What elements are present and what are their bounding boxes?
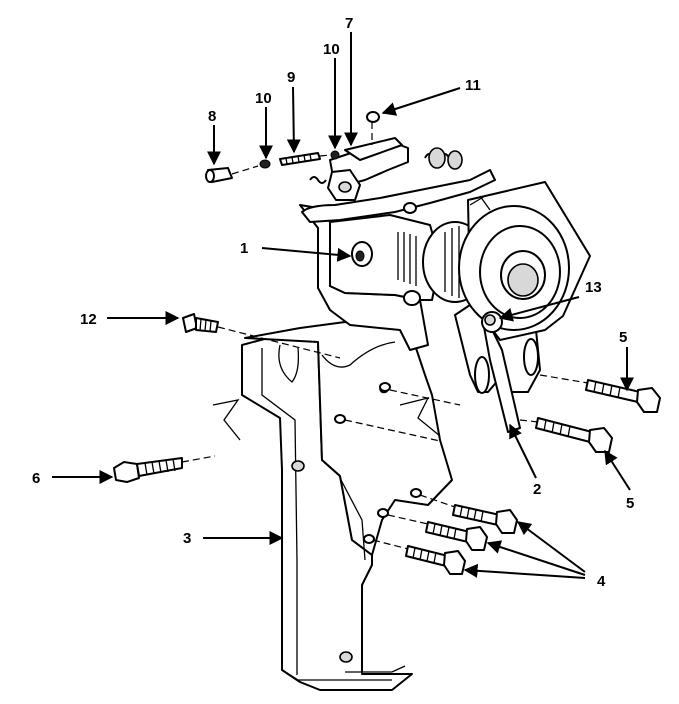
leader-arrows — [52, 32, 634, 579]
callout-3: 3 — [183, 530, 191, 547]
bolt-item-12 — [182, 313, 219, 333]
callout-5-lower: 5 — [626, 495, 634, 512]
callout-10-left: 10 — [255, 90, 272, 107]
bolt-item-5-lower — [535, 417, 613, 453]
callout-6: 6 — [32, 470, 40, 487]
pulley-assembly — [458, 181, 591, 341]
bolt-item-5-upper — [585, 379, 661, 413]
bolt-item-4-b — [425, 521, 488, 551]
callout-4: 4 — [597, 573, 606, 590]
callout-10-right: 10 — [323, 41, 340, 58]
bolt-item-4-a — [452, 504, 518, 534]
callout-9: 9 — [287, 69, 295, 86]
callout-11: 11 — [465, 77, 481, 94]
alignment-lines — [181, 122, 589, 550]
callout-13: 13 — [585, 279, 602, 296]
callout-12: 12 — [80, 311, 97, 328]
bolt-item-4-c — [405, 545, 466, 575]
callout-5-upper: 5 — [619, 329, 627, 346]
callout-1: 1 — [240, 240, 248, 257]
bolt-item-6 — [113, 457, 183, 483]
linkage-parts — [205, 111, 403, 183]
mounting-bracket — [212, 321, 453, 691]
callout-2: 2 — [533, 481, 541, 498]
callout-7: 7 — [345, 15, 353, 32]
callout-8: 8 — [208, 108, 216, 125]
